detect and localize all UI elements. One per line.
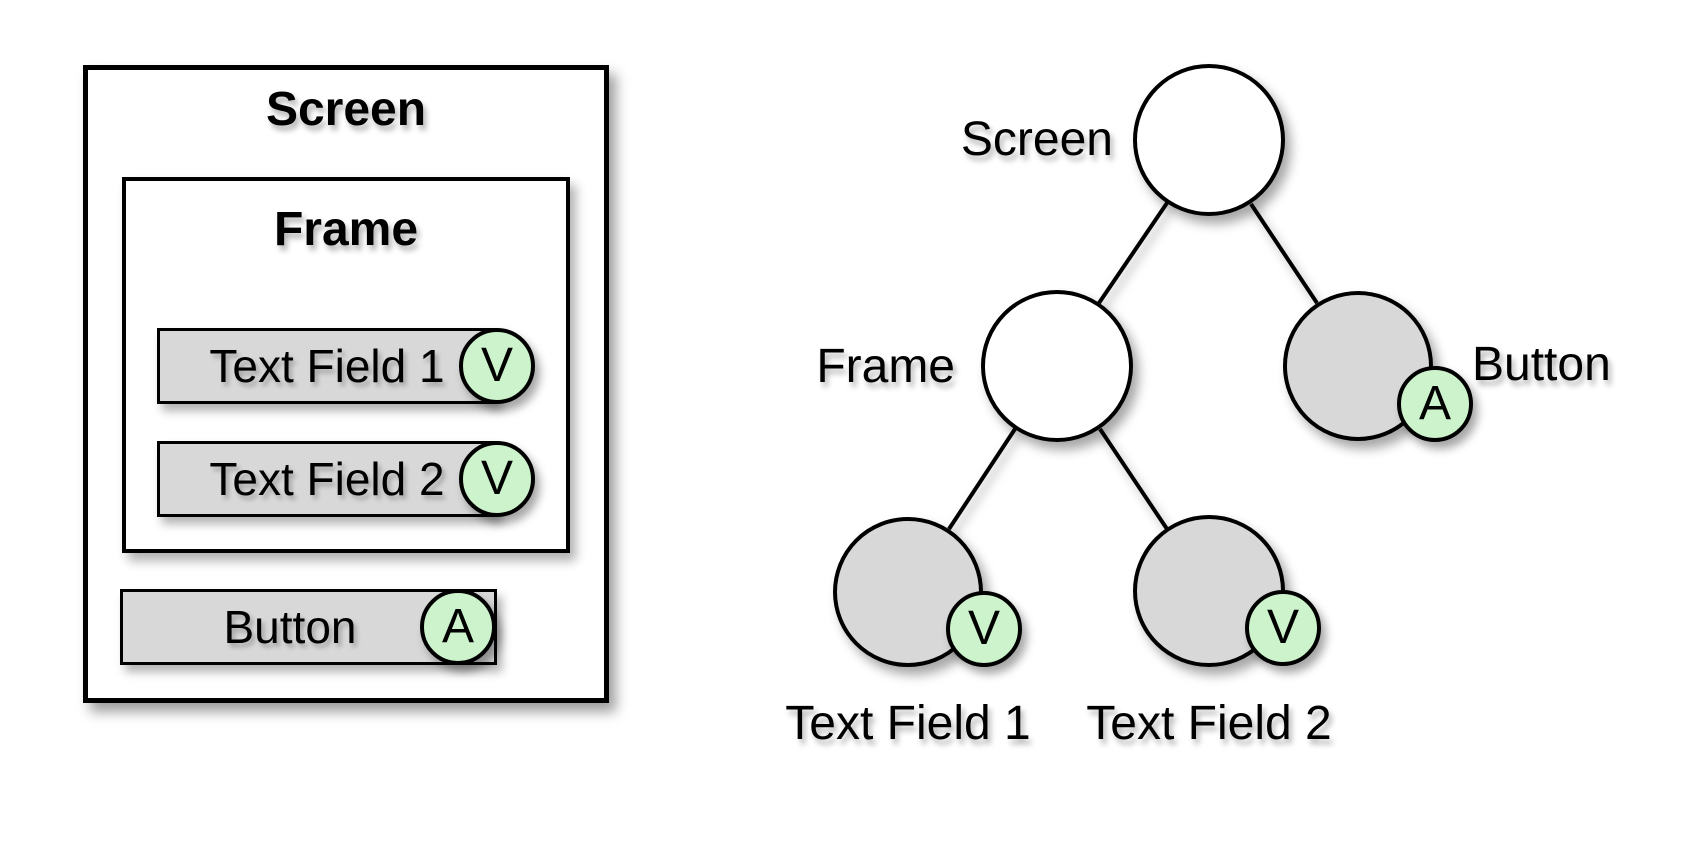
tree-node-frame xyxy=(981,290,1133,442)
edge-frame-textfield2 xyxy=(1098,427,1169,531)
viewmodel-badge-tree-text-field-2: V xyxy=(1245,590,1321,666)
screen-box-title: Screen xyxy=(265,83,427,136)
tree-node-screen xyxy=(1133,64,1285,216)
frame-box-title: Frame xyxy=(273,203,419,256)
tree-label-button: Button xyxy=(1472,338,1611,391)
tree-label-text-field-1: Text Field 1 xyxy=(785,697,1031,750)
text-field-2-rect xyxy=(157,441,497,517)
button-label: Button xyxy=(223,601,357,653)
edge-frame-textfield1 xyxy=(947,427,1017,531)
edge-screen-button xyxy=(1249,202,1319,305)
tree-node-text-field-2 xyxy=(1133,515,1285,667)
viewmodel-badge-text-field-1: V xyxy=(459,328,535,404)
viewmodel-badge-tree-text-field-1: V xyxy=(946,591,1022,667)
viewmodel-badge-text-field-2: V xyxy=(459,441,535,517)
text-field-1-label: Text Field 1 xyxy=(209,340,445,392)
text-field-2-label: Text Field 2 xyxy=(209,453,445,505)
action-badge-button: A xyxy=(420,589,496,665)
action-badge-tree-button: A xyxy=(1397,366,1473,442)
tree-label-frame: Frame xyxy=(816,340,955,393)
tree-label-text-field-2: Text Field 2 xyxy=(1086,697,1332,750)
tree-label-screen: Screen xyxy=(960,113,1113,166)
edge-screen-frame xyxy=(1097,201,1169,305)
